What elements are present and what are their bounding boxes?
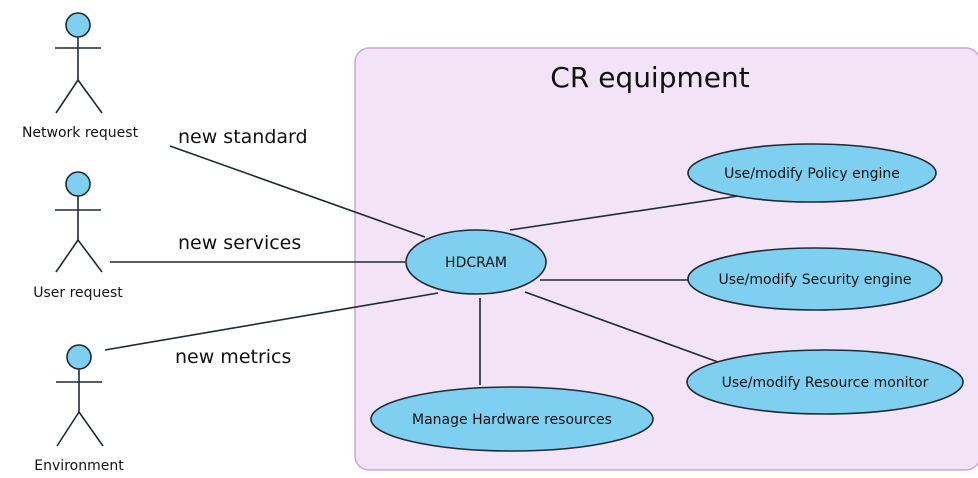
assoc-hdcram-resource	[524, 291, 719, 363]
usecase-security-engine[interactable]: Use/modify Security engine	[687, 247, 943, 311]
usecase-resource-monitor[interactable]: Use/modify Resource monitor	[686, 349, 964, 415]
actor-label-user: User request	[33, 285, 123, 301]
edge-label-services: new services	[178, 232, 301, 254]
actor-label-network: Network request	[22, 125, 139, 141]
usecase-hdcram[interactable]: HDCRAM	[405, 229, 547, 295]
actor-label-environment: Environment	[34, 458, 124, 474]
actor-user-request: User request	[33, 171, 123, 301]
assoc-hdcram-policy	[509, 194, 746, 231]
usecase-label-hdcram: HDCRAM	[445, 255, 507, 271]
usecase-hardware-resources[interactable]: Manage Hardware resources	[370, 386, 654, 452]
actor-environment: Environment	[34, 344, 124, 474]
usecase-label-security: Use/modify Security engine	[719, 272, 912, 288]
edge-label-metrics: new metrics	[175, 346, 291, 368]
usecase-label-hardware: Manage Hardware resources	[412, 412, 612, 428]
system-title: CR equipment	[550, 61, 749, 94]
usecase-label-policy: Use/modify Policy engine	[724, 166, 900, 182]
assoc-network-hdcram	[169, 145, 426, 238]
usecase-label-resource: Use/modify Resource monitor	[722, 375, 929, 391]
actor-head-icon	[66, 344, 92, 370]
actor-head-icon	[65, 171, 91, 197]
usecase-policy-engine[interactable]: Use/modify Policy engine	[687, 143, 937, 203]
assoc-environment-hdcram	[104, 292, 439, 351]
actor-network-request: Network request	[22, 12, 139, 141]
edge-label-standard: new standard	[178, 126, 308, 148]
actor-head-icon	[65, 12, 91, 38]
